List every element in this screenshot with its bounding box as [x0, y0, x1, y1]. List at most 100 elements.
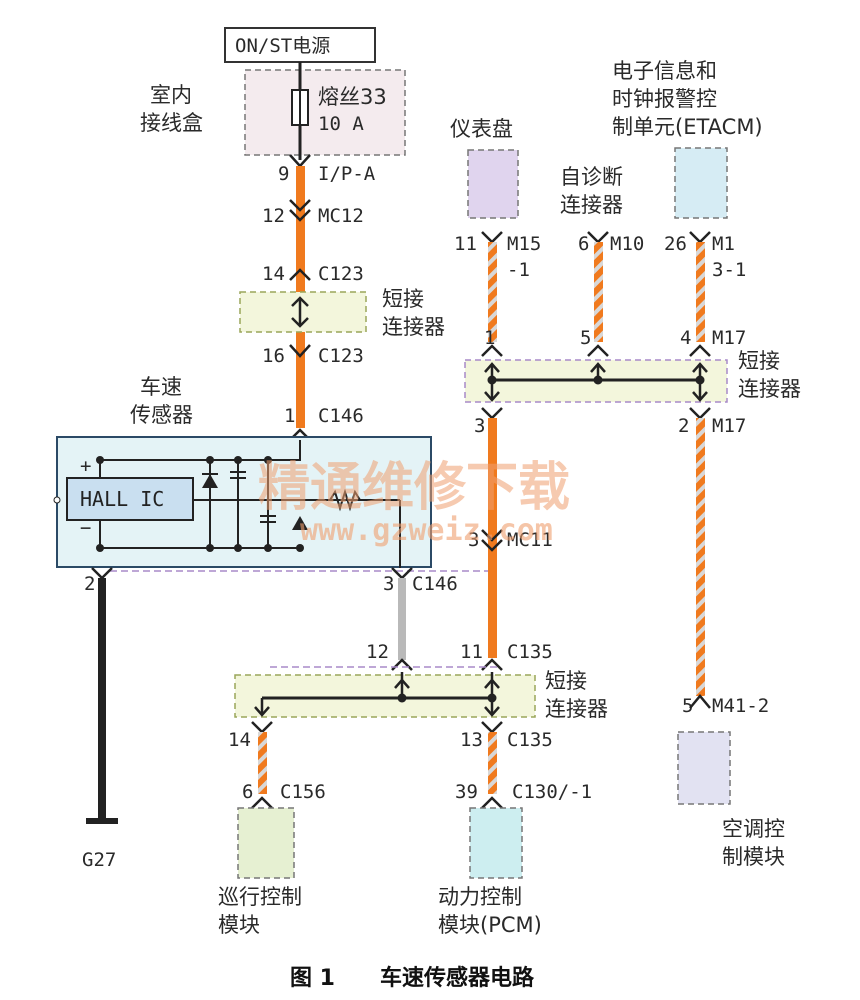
pin-m17-5-num: 5: [580, 327, 591, 349]
pin-c146-2-num: 2: [84, 573, 95, 595]
pin-m15-conn-2: -1: [507, 259, 530, 281]
fuse-box-name-2: 接线盒: [140, 111, 203, 135]
wire-ground-black: [98, 578, 106, 818]
watermark-cn: 精通维修下载: [258, 458, 570, 518]
diag-label: 自诊断: [560, 165, 623, 189]
hall-ic-label: HALL IC: [80, 487, 164, 511]
pin-c156-num: 6: [242, 781, 253, 803]
etacm-label: 电子信息和: [612, 59, 717, 83]
wire-signal-gray: [398, 578, 406, 660]
connector-chevron: [689, 231, 711, 244]
short-connector-a-label-2: 连接器: [382, 315, 445, 339]
instrument-cluster-box: [467, 149, 519, 219]
cruise-module-label: 巡行控制: [218, 885, 302, 909]
ground-symbol: [86, 818, 118, 824]
watermark-url: www.gzweiz.com: [300, 513, 553, 548]
wire-ac-striped: [696, 418, 705, 696]
pcm-label-2: 模块(PCM): [438, 913, 542, 937]
pin-mc12-conn: MC12: [318, 205, 364, 227]
etacm-label-2: 时钟报警控: [612, 87, 717, 111]
power-source-label: ON/ST电源: [235, 35, 330, 57]
figure-title: 车速传感器电路: [380, 965, 535, 991]
pin-m17-1-num: 1: [484, 327, 495, 349]
ground-label: G27: [82, 849, 116, 871]
pin-m10-num: 6: [578, 233, 589, 255]
wire-cruise-striped: [258, 732, 267, 794]
pin-c123-bot-num: 16: [262, 345, 285, 367]
pin-m17-4-conn: M17: [712, 327, 746, 349]
connector-chevron: [689, 694, 711, 709]
pin-c135-13-conn: C135: [507, 729, 553, 751]
connector-chevron: [689, 344, 711, 357]
pcm-box: [469, 807, 523, 879]
pin-mc11-conn: MC11: [507, 529, 553, 551]
pin-m41-num: 5: [682, 695, 693, 717]
fuse-name: 熔丝33: [318, 85, 387, 109]
connector-chevron: [289, 209, 311, 222]
pin-c156-conn: C156: [280, 781, 326, 803]
fuse-box-name: 室内: [150, 83, 192, 107]
pin-c135-11-conn: C135: [507, 641, 553, 663]
connector-chevron: [289, 268, 311, 281]
pcm-label: 动力控制: [438, 885, 522, 909]
pin-c123-top-conn: C123: [318, 263, 364, 285]
sensor-minus: −: [80, 517, 91, 539]
connector-chevron: [481, 344, 503, 357]
pin-m15-conn: M15: [507, 233, 541, 255]
pin-c135-12-num: 12: [366, 641, 389, 663]
connector-chevron: [251, 796, 273, 809]
connector-chevron: [689, 407, 711, 420]
short-connector-c-label: 短接: [545, 669, 587, 693]
pin-ip-a-num: 9: [278, 163, 289, 185]
pin-c135-11-num: 11: [460, 641, 483, 663]
hall-ic-chip: [66, 477, 194, 521]
sensor-name-2: 传感器: [130, 403, 193, 427]
diode-icon: [202, 474, 218, 488]
wire-cluster-striped: [488, 242, 497, 342]
wire-etacm-striped: [696, 242, 705, 342]
pin-c130-conn: C130/-1: [512, 781, 592, 803]
short-connector-b-label-2: 连接器: [738, 377, 801, 401]
pin-m17-4-num: 4: [680, 327, 691, 349]
connector-chevron: [481, 231, 503, 244]
cruise-module-box: [237, 807, 295, 879]
sensor-plus: +: [80, 455, 91, 477]
wire-diag-striped: [594, 242, 603, 342]
pin-m10-conn: M10: [610, 233, 644, 255]
connector-chevron: [587, 344, 609, 357]
pin-c135-14-num: 14: [228, 729, 251, 751]
connector-chevron: [481, 796, 503, 809]
connector-chevron: [251, 721, 273, 734]
pin-c146-1-conn: C146: [318, 405, 364, 427]
fuse-rating: 10 A: [318, 113, 364, 135]
ac-module-box: [677, 731, 731, 805]
connector-chevron: [481, 658, 503, 671]
ac-module-label: 空调控: [722, 817, 785, 841]
figure-number: 图 1: [290, 966, 335, 991]
pin-m1-num: 26: [664, 233, 687, 255]
connector-chevron: [481, 721, 503, 734]
power-source-box: [224, 27, 376, 63]
pin-c146-3-conn: C146: [412, 573, 458, 595]
resistor-icon: [329, 488, 361, 512]
pin-mc11-num: 3: [468, 529, 479, 551]
pin-m17-3-num: 3: [474, 415, 485, 437]
connector-chevron: [481, 529, 503, 542]
connector-chevron: [587, 231, 609, 244]
pin-m15-num: 11: [454, 233, 477, 255]
connector-chevron: [289, 344, 311, 358]
pin-c123-bot-conn: C123: [318, 345, 364, 367]
pin-m41-conn: M41-2: [712, 695, 769, 717]
cruise-module-label-2: 模块: [218, 913, 260, 937]
connector-chevron: [481, 539, 503, 552]
pin-c123-top-num: 14: [262, 263, 285, 285]
diag-label-2: 连接器: [560, 193, 623, 217]
pin-c146-1-num: 1: [284, 405, 295, 427]
connector-chevron: [391, 567, 413, 580]
fuse-box: [244, 69, 406, 156]
pin-c135-13-num: 13: [460, 729, 483, 751]
zener-diode-icon: [292, 516, 308, 530]
wire-pcm-striped: [488, 732, 497, 794]
etacm-box: [674, 147, 728, 219]
